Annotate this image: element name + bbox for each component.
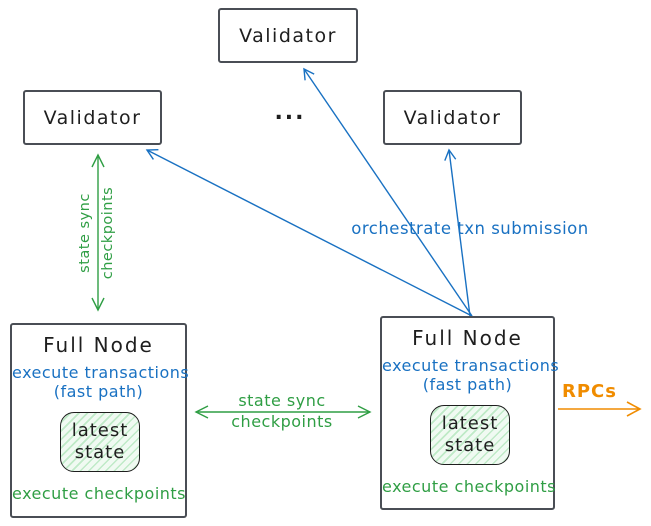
validator-box-top: Validator [218,8,358,63]
full-node-box-right: Full Node execute transactions (fast pat… [380,316,560,510]
latest-state-line1: latest [71,419,129,441]
validator-box-right: Validator [383,90,522,145]
fast-path-label: (fast path) [53,382,144,401]
left-sync-label-line2: checkpoints [100,186,116,280]
validator-label: Validator [403,106,502,129]
execute-transactions-label: execute transactions [382,356,560,375]
full-node-title: Full Node [412,326,523,350]
blue-arrow-to-right-validator [444,148,471,317]
blue-arrow-to-top-validator [303,67,473,317]
execute-checkpoints-label: execute checkpoints [12,484,187,503]
latest-state-line2: state [74,442,126,463]
blue-arrow-to-left-validator [145,148,473,317]
execute-checkpoints-label: execute checkpoints [382,477,557,496]
latest-state-line2: state [444,435,496,456]
full-node-box-left: Full Node execute transactions (fast pat… [10,323,190,518]
execute-transactions-label: execute transactions [12,363,190,382]
full-node-title: Full Node [43,333,154,357]
fast-path-label: (fast path) [422,375,513,394]
validator-label: Validator [239,24,337,47]
latest-state-box: latest state [60,412,140,472]
mid-sync-label-line1: state sync [238,391,326,410]
latest-state-line1: latest [441,412,499,434]
mid-sync-label-line2: checkpoints [231,412,333,431]
rpcs-label: RPCs [562,381,617,402]
validator-box-left: Validator [23,90,162,145]
orchestrate-txn-submission-label: orchestrate txn submission [351,219,589,238]
more-validators-ellipsis: ... [274,100,306,125]
latest-state-box: latest state [430,405,510,465]
left-sync-label-line1: state sync [77,193,93,273]
validator-label: Validator [43,106,142,129]
